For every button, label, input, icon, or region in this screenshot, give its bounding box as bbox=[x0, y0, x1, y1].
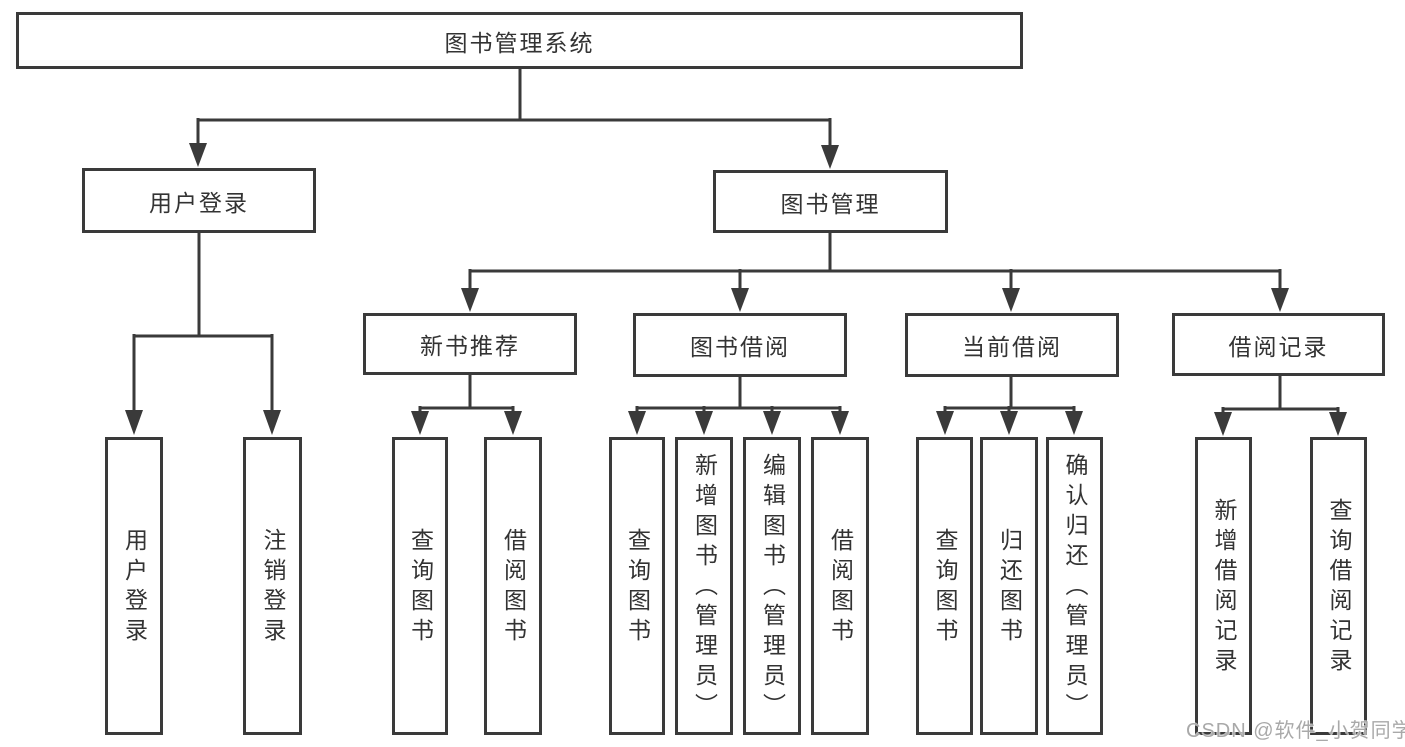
arrow-down-icon bbox=[628, 411, 646, 435]
node-borrowing-records: 借阅记录 bbox=[1172, 313, 1385, 376]
arrow-down-icon bbox=[263, 410, 281, 435]
arrow-down-icon bbox=[821, 145, 839, 169]
node-user-login: 用户登录 bbox=[82, 168, 316, 233]
leaf-borrow-books-recommend: 借阅图书 bbox=[484, 437, 542, 735]
connector-new-book-arrowheads bbox=[411, 411, 522, 435]
arrow-down-icon bbox=[1271, 288, 1289, 312]
node-book-borrowing: 图书借阅 bbox=[633, 313, 847, 377]
leaf-query-books-borrow: 查询图书 bbox=[609, 437, 665, 735]
arrow-down-icon bbox=[1065, 411, 1083, 435]
arrow-down-icon bbox=[731, 288, 749, 312]
arrow-down-icon bbox=[504, 411, 522, 435]
leaf-logout: 注销登录 bbox=[243, 437, 302, 735]
leaf-query-books-recommend: 查询图书 bbox=[392, 437, 448, 735]
leaf-return-books: 归还图书 bbox=[980, 437, 1038, 735]
connector-current-borrow-arrowheads bbox=[936, 411, 1083, 435]
leaf-query-books-current: 查询图书 bbox=[916, 437, 973, 735]
connector-borrow-records-arrowheads bbox=[1214, 412, 1347, 436]
arrow-down-icon bbox=[695, 411, 713, 435]
leaf-query-borrow-record: 查询借阅记录 bbox=[1310, 437, 1367, 735]
arrow-down-icon bbox=[1000, 411, 1018, 435]
node-book-management: 图书管理 bbox=[713, 170, 948, 233]
leaf-add-borrow-record: 新增借阅记录 bbox=[1195, 437, 1252, 735]
connector-current-borrow-to-leaves bbox=[943, 377, 1076, 414]
arrow-down-icon bbox=[461, 288, 479, 312]
arrow-down-icon bbox=[189, 143, 207, 167]
arrow-down-icon bbox=[763, 411, 781, 435]
arrow-down-icon bbox=[1329, 412, 1347, 436]
connector-root-arrowheads bbox=[189, 143, 839, 169]
leaf-borrow-books: 借阅图书 bbox=[811, 437, 869, 735]
csdn-watermark: CSDN @软件_小贺同学 bbox=[1186, 720, 1405, 742]
node-library-management-system: 图书管理系统 bbox=[16, 12, 1023, 69]
connector-user-login-arrowheads bbox=[125, 410, 281, 435]
connector-borrow-records-to-leaves bbox=[1221, 376, 1340, 415]
arrow-down-icon bbox=[1002, 288, 1020, 312]
connector-new-book-to-leaves bbox=[418, 375, 515, 414]
connector-book-management-to-level3 bbox=[468, 233, 1282, 291]
arrow-down-icon bbox=[936, 411, 954, 435]
connector-book-borrow-to-leaves bbox=[635, 377, 842, 414]
node-current-borrowing: 当前借阅 bbox=[905, 313, 1119, 377]
connector-book-borrow-arrowheads bbox=[628, 411, 849, 435]
connector-level3-arrowheads bbox=[461, 288, 1289, 312]
node-new-book-recommendation: 新书推荐 bbox=[363, 313, 577, 375]
arrow-down-icon bbox=[831, 411, 849, 435]
arrow-down-icon bbox=[125, 410, 143, 435]
arrow-down-icon bbox=[1214, 412, 1232, 436]
leaf-user-login: 用户登录 bbox=[105, 437, 163, 735]
arrow-down-icon bbox=[411, 411, 429, 435]
leaf-confirm-return-admin: 确认归还（管理员） bbox=[1046, 437, 1103, 735]
connector-root-to-level2 bbox=[196, 69, 832, 148]
leaf-add-books-admin: 新增图书（管理员） bbox=[675, 437, 733, 735]
leaf-edit-books-admin: 编辑图书（管理员） bbox=[743, 437, 801, 735]
connector-user-login-to-leaves bbox=[132, 233, 274, 412]
